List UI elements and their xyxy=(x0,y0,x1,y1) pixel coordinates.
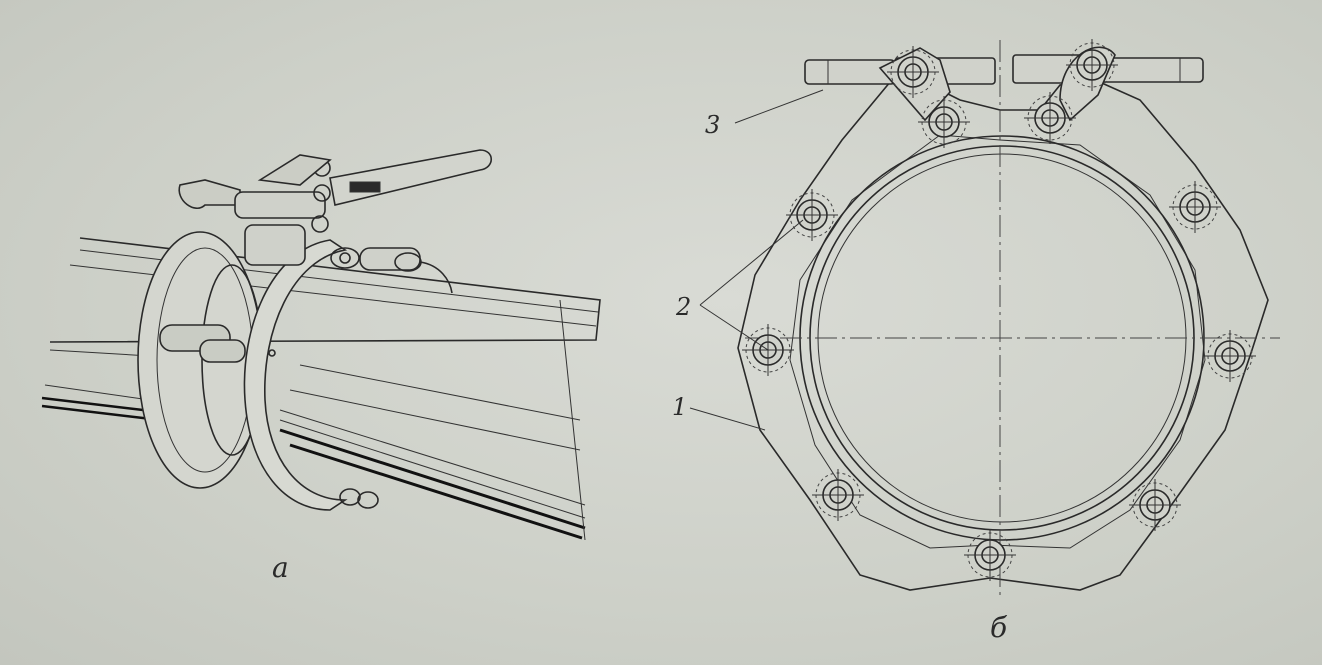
callout-2: 2 xyxy=(675,293,691,321)
bottom-hinge xyxy=(339,488,379,509)
bolt-8 xyxy=(1204,330,1256,382)
center-axes xyxy=(745,40,1280,600)
rear-clamp-ring xyxy=(137,231,263,489)
callout-1: 1 xyxy=(672,393,687,421)
bolt-3 xyxy=(1066,39,1118,91)
bolt-9 xyxy=(812,469,864,521)
bolt-1 xyxy=(887,46,939,98)
pipe xyxy=(41,237,601,541)
view-b-drawing xyxy=(689,39,1280,600)
bolt-4 xyxy=(1024,92,1076,144)
bolt-11 xyxy=(964,529,1016,581)
clamp-bolts xyxy=(742,39,1256,581)
view-a-caption: а xyxy=(272,551,289,584)
spacer-pins xyxy=(159,324,246,363)
lever-mechanism xyxy=(178,149,493,233)
bolt-5 xyxy=(786,189,838,241)
callout-3: 3 xyxy=(705,111,720,139)
top-hinge xyxy=(244,224,453,294)
bolt-6 xyxy=(1169,181,1221,233)
callout-leaders xyxy=(689,89,824,431)
view-b-caption: б xyxy=(990,611,1008,644)
view-a-drawing xyxy=(41,149,601,541)
bolt-10 xyxy=(1129,479,1181,531)
bolt-2 xyxy=(918,96,970,148)
front-clamp-ring xyxy=(243,239,348,511)
top-screw-rod xyxy=(804,46,1204,122)
clamp-plate-outline xyxy=(737,69,1269,591)
